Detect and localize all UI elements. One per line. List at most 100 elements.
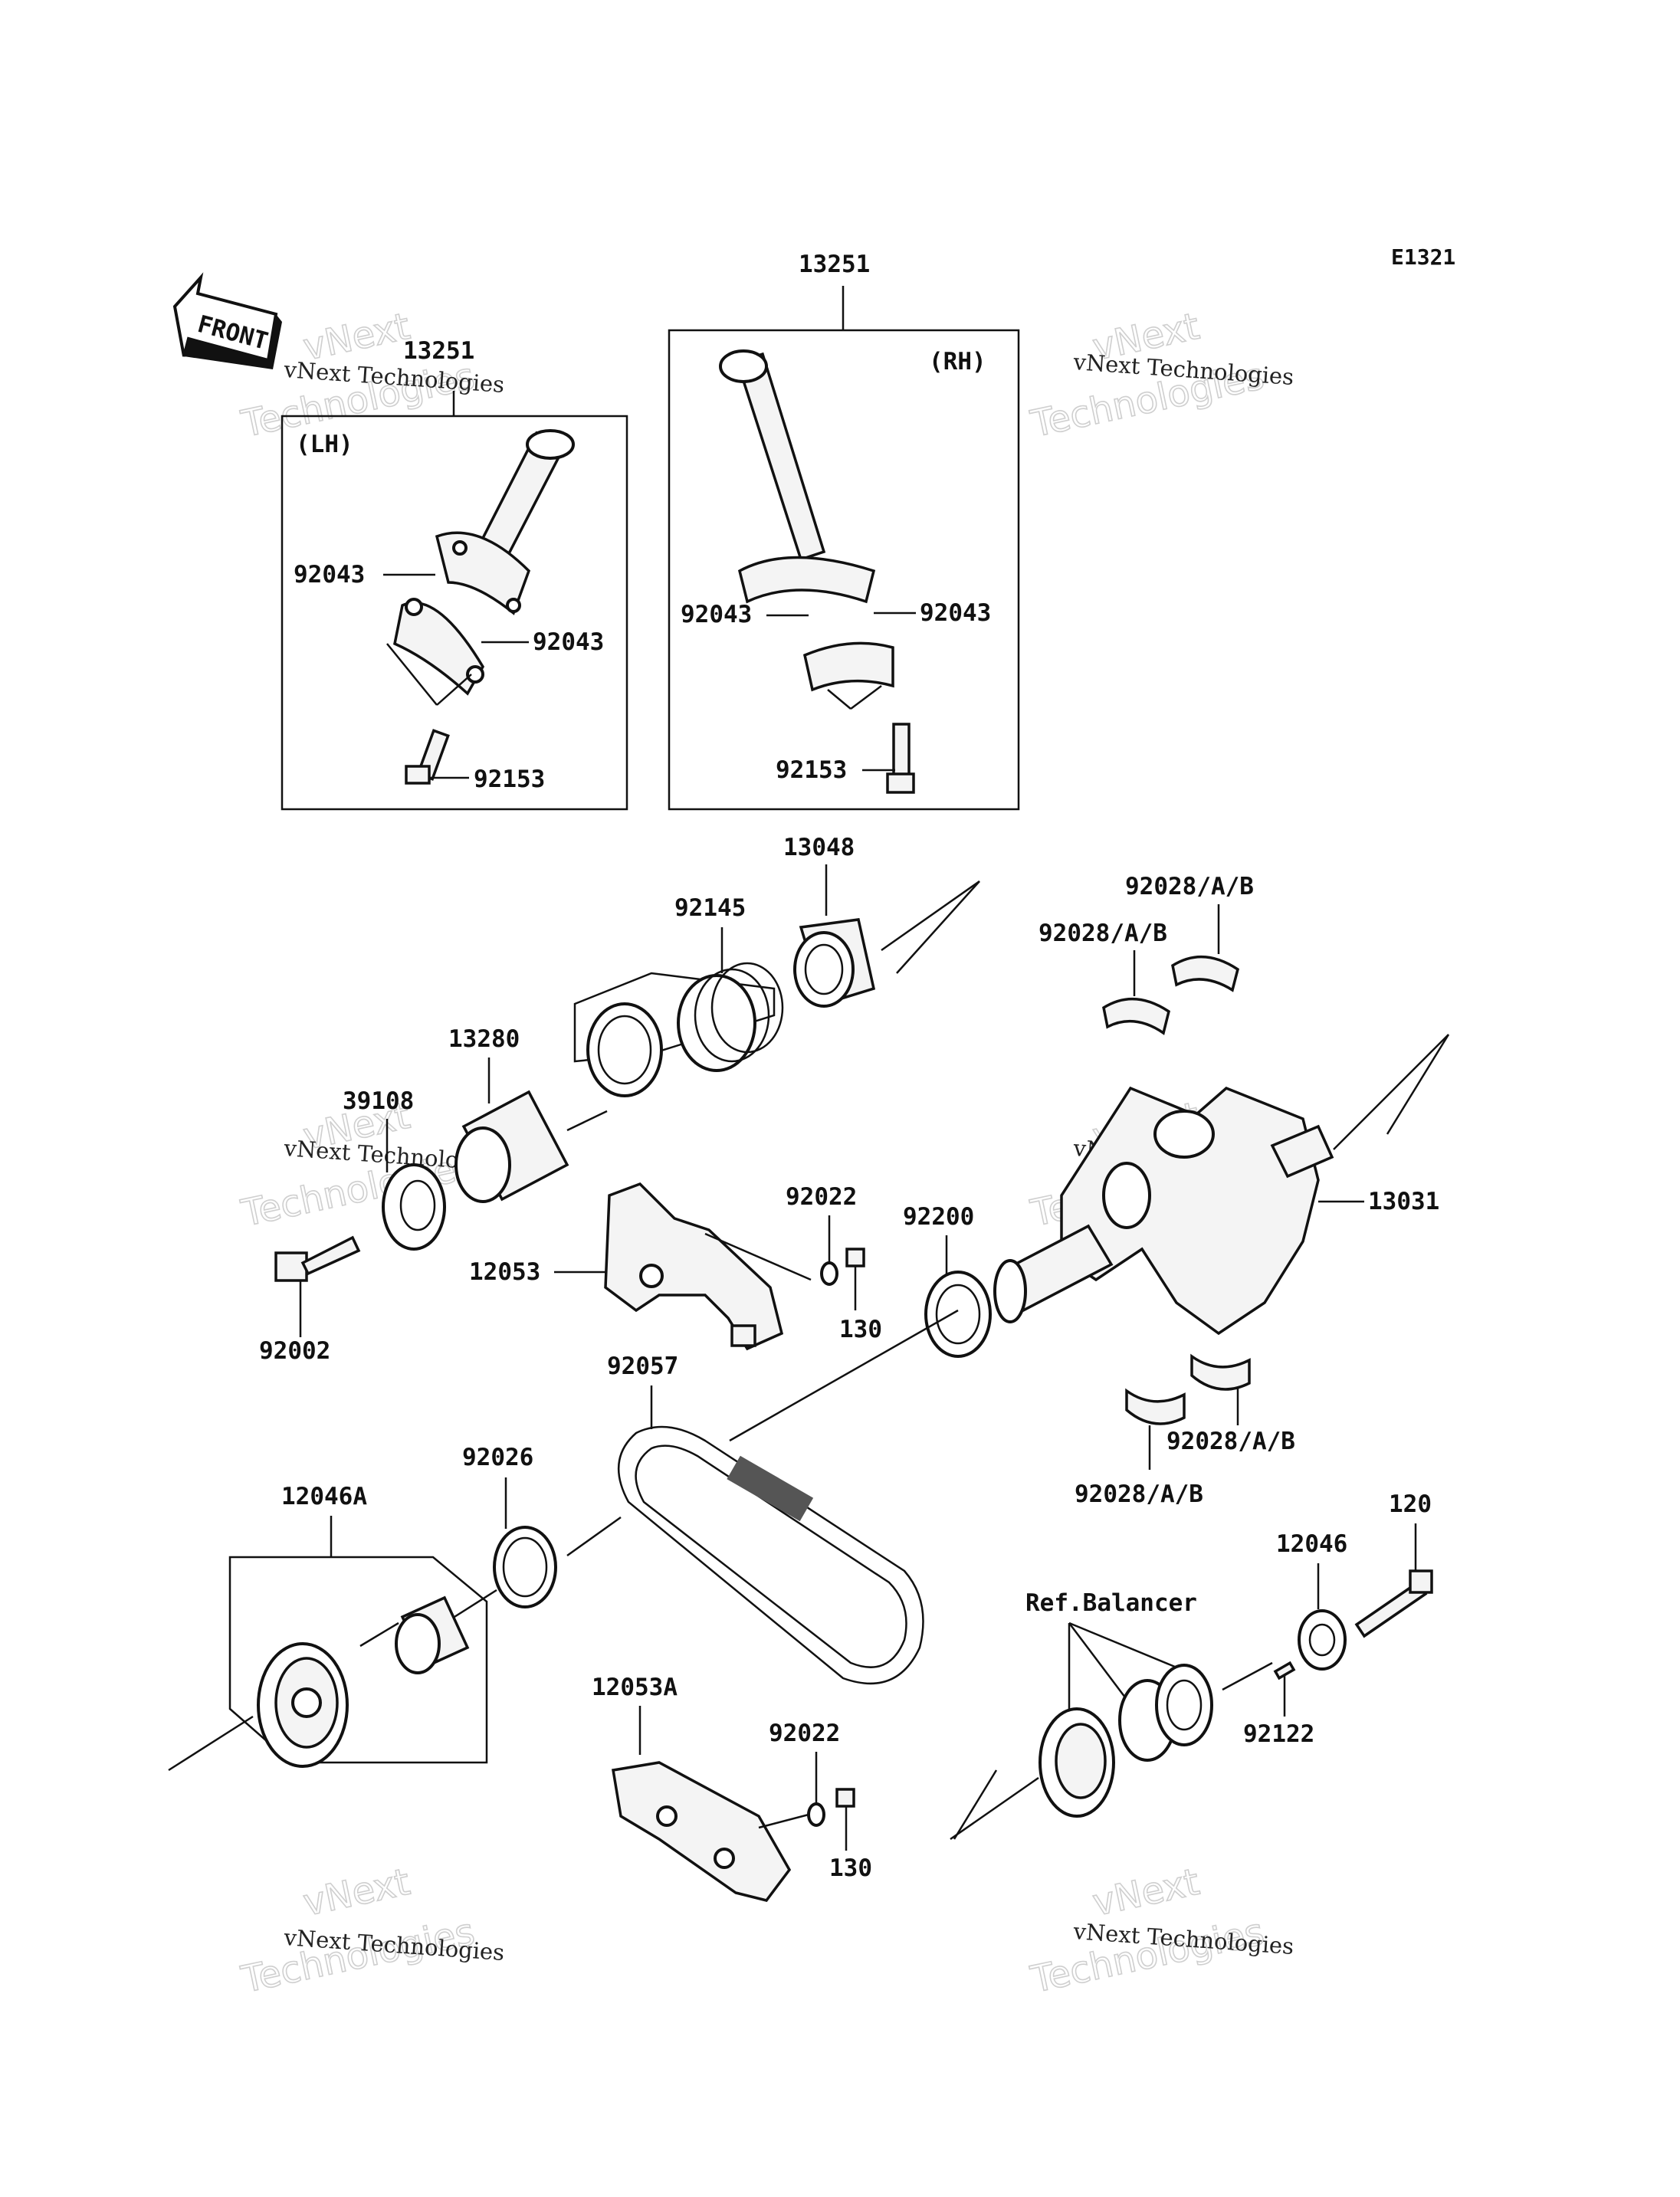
conrod-cap-icon [802, 641, 894, 692]
front-arrow-icon: FRONT [172, 272, 282, 369]
axis-line [881, 880, 980, 952]
bearing-92028-bottom: 92028/A/B 92028/A/B [1075, 1353, 1295, 1508]
half-bearing-icon [1171, 956, 1240, 992]
balancer-ref: Ref.Balancer [950, 1589, 1273, 1841]
needle-bearing-icon [793, 931, 855, 1008]
part-label-12053: 12053 [469, 1258, 540, 1286]
part-label-92043: 92043 [920, 599, 991, 627]
bolt-92002: 92002 [259, 1235, 361, 1365]
conrod-bolt-icon [886, 723, 915, 794]
gear-12046: 12046 [1276, 1530, 1347, 1671]
axis-line [168, 1715, 254, 1772]
part-label-92028: 92028/A/B [1125, 873, 1254, 900]
part-label-92043: 92043 [681, 601, 752, 628]
spring-92145: 92145 [573, 894, 784, 1097]
part-label-13251: 13251 [403, 337, 474, 365]
part-label-92022: 92022 [769, 1720, 840, 1747]
part-label-12046A: 12046A [281, 1483, 367, 1510]
bearing-13280: 13280 [448, 1025, 608, 1203]
bolt-130-b: 130 [829, 1788, 872, 1882]
conrod-bolt-icon [405, 729, 450, 785]
axis-line [953, 1769, 998, 1840]
washer-icon [820, 1261, 838, 1286]
part-label-92043: 92043 [294, 561, 365, 589]
part-label-92145: 92145 [674, 894, 746, 922]
leader-line [827, 689, 851, 710]
flange-plate-icon [924, 1271, 992, 1358]
part-label-92022: 92022 [786, 1183, 857, 1211]
part-label-92028: 92028/A/B [1075, 1481, 1203, 1508]
group-bracket [228, 1556, 488, 1764]
part-label-120: 120 [1389, 1490, 1432, 1518]
axis-line [729, 1309, 959, 1442]
washer-92026: 92026 [448, 1444, 557, 1622]
seal-39108: 39108 [343, 1087, 446, 1251]
watermark-bottom-right: vNext Technologies vNext Technologies [1026, 1860, 1294, 2002]
part-label-13251: 13251 [799, 251, 870, 278]
key-92122: 92122 [1243, 1661, 1314, 1748]
watermark-bottom-left: vNext Technologies vNext Technologies [237, 1860, 505, 2002]
drive-chain-icon [617, 1425, 924, 1685]
chain-link-detail [727, 1455, 814, 1522]
leader-line [1068, 1622, 1126, 1698]
conrod-lh-group: 13251 (LH) 92043 92043 92153 [281, 337, 628, 811]
bolt-icon [845, 1248, 865, 1267]
watermark-brand: vNext [1089, 1861, 1203, 1925]
chain-92057: 92057 [566, 1309, 959, 1685]
part-label-92153: 92153 [776, 756, 847, 784]
part-label-13031: 13031 [1368, 1188, 1439, 1215]
axis-line [448, 1589, 497, 1622]
axis-line [1386, 1034, 1450, 1135]
part-label-92028: 92028/A/B [1166, 1428, 1295, 1455]
axis-line [359, 1622, 399, 1648]
bolt-shank-icon [1354, 1580, 1428, 1638]
crankshaft-stub-icon [1270, 1124, 1334, 1179]
axis-line [1333, 1034, 1449, 1150]
part-label-12046: 12046 [1276, 1530, 1347, 1558]
leader-line [436, 674, 472, 706]
axis-line [1222, 1661, 1273, 1691]
leader-line [1068, 1622, 1185, 1672]
bolt-head-icon [1409, 1569, 1433, 1594]
part-label-92200: 92200 [903, 1203, 974, 1231]
group-bracket [573, 972, 776, 1063]
half-bearing-icon [1102, 998, 1170, 1035]
oil-seal-icon [382, 1163, 446, 1251]
half-bearing-icon [1125, 1388, 1186, 1425]
chain-guide-icon [604, 1182, 784, 1351]
small-gear-icon [1298, 1609, 1347, 1671]
part-label-13048: 13048 [783, 834, 855, 861]
washer-icon [807, 1802, 825, 1827]
leader-line [386, 643, 438, 706]
crankshaft-13031: 13031 [993, 1034, 1450, 1336]
conrod-rh-group: 13251 (RH) 92043 92043 92153 [668, 251, 1020, 811]
bolt-head-icon [274, 1251, 308, 1282]
part-label-130: 130 [839, 1316, 882, 1343]
group-title: (RH) [929, 348, 986, 375]
axis-line [566, 1110, 608, 1132]
group-box [281, 415, 628, 811]
bolt-120: 120 [1354, 1490, 1433, 1638]
leader-line [850, 685, 882, 710]
part-label-92028: 92028/A/B [1039, 920, 1167, 947]
axis-line [758, 1813, 809, 1829]
chain-guide-12053A: 12053A [592, 1674, 792, 1902]
chain-guide-12053: 12053 [469, 1182, 812, 1351]
bearing-13048: 13048 [783, 834, 980, 1008]
part-label-39108: 39108 [343, 1087, 414, 1115]
part-label-92043: 92043 [533, 628, 604, 656]
part-label-92122: 92122 [1243, 1720, 1314, 1748]
group-title: Ref.Balancer [1025, 1589, 1197, 1617]
part-label-92057: 92057 [607, 1353, 678, 1380]
chain-guide-icon [611, 1761, 792, 1902]
crankshaft-web-icon [1060, 1086, 1320, 1336]
connecting-rod-icon [435, 429, 575, 615]
part-label-92153: 92153 [474, 766, 545, 793]
axis-line [950, 1776, 1039, 1841]
axis-line [896, 880, 980, 974]
half-bearing-icon [1190, 1353, 1251, 1391]
washer-92022-a: 92022 [786, 1183, 857, 1286]
part-label-13280: 13280 [448, 1025, 520, 1053]
sprocket-12046A: 12046A [168, 1483, 488, 1772]
bolt-icon [835, 1788, 855, 1808]
